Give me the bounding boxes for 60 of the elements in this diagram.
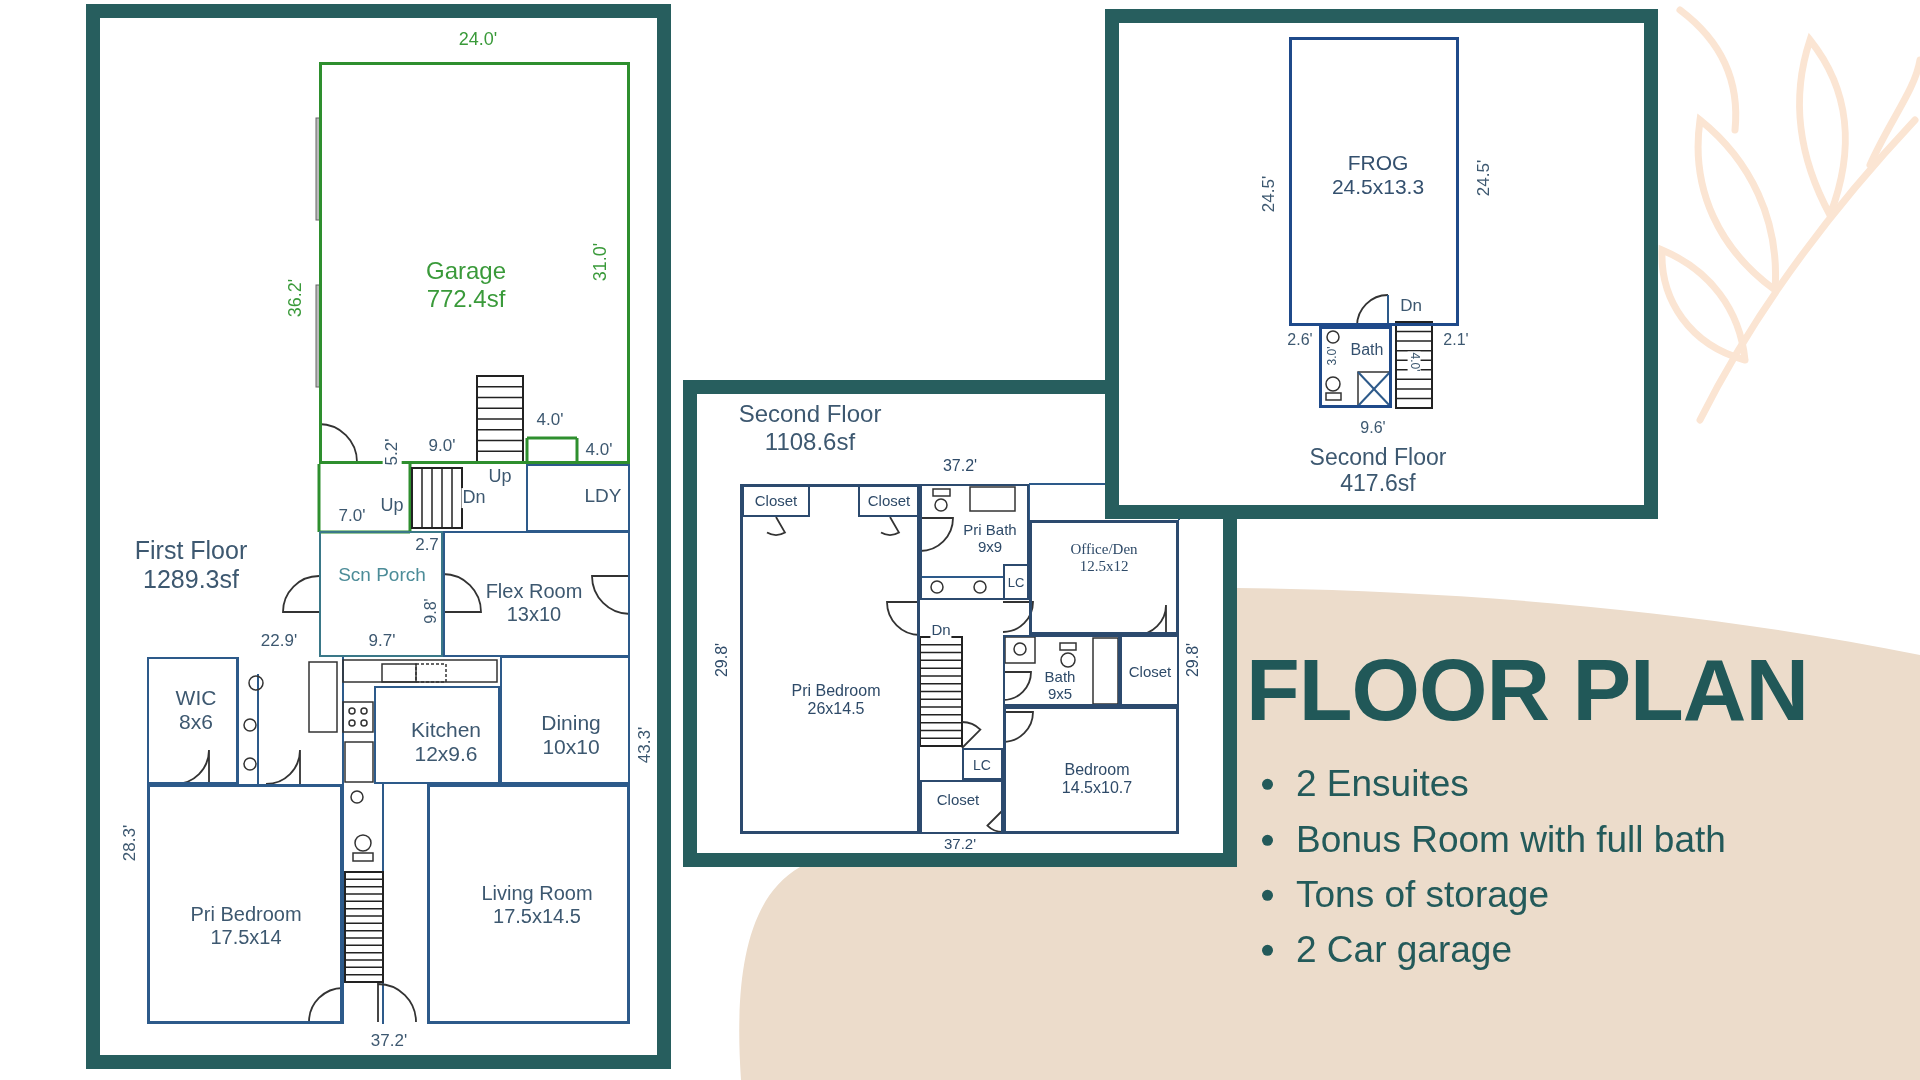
room-outline [443, 531, 630, 657]
floor-area-label: First Floor 1289.3sf [133, 536, 249, 594]
room-label: LC [972, 756, 992, 774]
room-outline [1003, 635, 1120, 706]
room-label: Living Room 17.5x14.5 [480, 882, 594, 928]
room-outline [147, 784, 343, 1024]
room-outline [1319, 326, 1392, 408]
room-label: WIC 8x6 [174, 685, 218, 735]
stair-direction-label: Dn [461, 488, 487, 508]
room-label: Kitchen 12x9.6 [409, 717, 482, 767]
floor-plan-panel [86, 4, 671, 1069]
stair-direction-label: Up [487, 467, 513, 487]
room-label: LDY [583, 485, 623, 507]
room-label: Pri Bath 9x9 [962, 520, 1018, 556]
room-outline [740, 484, 920, 834]
room-label: Closet [866, 492, 912, 510]
room-outline [500, 656, 630, 784]
room-outline [858, 484, 920, 517]
floor-plan-panel [1105, 9, 1658, 519]
floor-area-label: Second Floor 417.6sf [1308, 443, 1448, 497]
room-outline [742, 484, 810, 517]
stair-direction-label: Up [379, 496, 405, 516]
room-outline [319, 531, 443, 657]
feature-bullet: Bonus Room with full bath [1258, 817, 1726, 863]
room-label: Dining 10x10 [540, 710, 602, 760]
room-outline [1003, 706, 1179, 834]
room-label: Pri Bedroom 17.5x14 [189, 903, 303, 949]
room-outline [1120, 635, 1179, 706]
room-outline [920, 780, 1003, 834]
floor-area-label: Second Floor 1108.6sf [737, 400, 883, 456]
dimension-label: 4.0' [1407, 351, 1421, 373]
room-outline [374, 686, 500, 784]
room-outline [147, 657, 238, 784]
room-outline [526, 464, 630, 532]
dimension-label: 5.2' [382, 437, 402, 467]
room-label: Closet [935, 791, 981, 809]
room-outline [319, 62, 630, 464]
room-label: Office/Den 12.5x12 [1069, 540, 1139, 576]
feature-bullet: 2 Ensuites [1258, 761, 1469, 807]
room-outline [1289, 37, 1459, 326]
room-label: Bath [1349, 340, 1385, 360]
room-outline [1029, 520, 1179, 635]
room-label: Bedroom 14.5x10.7 [1060, 760, 1134, 798]
page-title: FLOOR PLAN [1246, 642, 1808, 739]
room-label: Flex Room 13x10 [484, 580, 584, 626]
room-label: Pri Bedroom 26x14.5 [790, 681, 882, 719]
room-outline [920, 484, 1029, 600]
room-label: Closet [753, 492, 799, 510]
room-outline [962, 748, 1003, 780]
room-label: LC [1006, 575, 1026, 591]
room-outline [427, 784, 630, 1024]
room-label: Closet [1127, 663, 1173, 681]
room-label: Garage 772.4sf [424, 257, 508, 313]
floor-plan-panel [683, 380, 1237, 867]
room-label: Scn Porch [337, 564, 427, 586]
room-outline [1003, 564, 1029, 600]
room-label: FROG 24.5x13.3 [1330, 150, 1426, 200]
room-label: Bath 9x5 [1043, 667, 1077, 703]
feature-bullet: 2 Car garage [1258, 927, 1512, 973]
feature-bullet: Tons of storage [1258, 872, 1549, 918]
